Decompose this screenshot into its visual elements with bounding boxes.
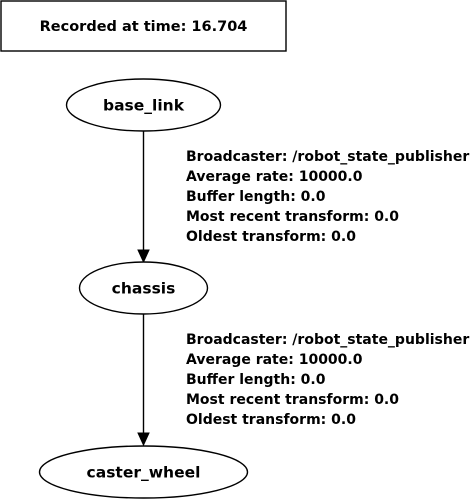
recorded-time-label: Recorded at time: 16.704 <box>40 19 248 35</box>
node-caster-wheel[interactable]: caster_wheel <box>38 445 249 499</box>
edge-1-broadcaster: Broadcaster: /robot_state_publisher <box>186 149 469 165</box>
edge-2-broadcaster: Broadcaster: /robot_state_publisher <box>186 332 469 348</box>
node-base-link[interactable]: base_link <box>65 78 222 132</box>
edge-2-most-recent-transform: Most recent transform: 0.0 <box>186 392 399 408</box>
node-base-link-label: base_link <box>103 97 185 115</box>
edge-1-oldest-transform: Oldest transform: 0.0 <box>186 229 356 245</box>
node-caster-wheel-shape <box>38 445 249 499</box>
edge-2-buffer-length: Buffer length: 0.0 <box>186 372 326 388</box>
recorded-time-frame <box>0 0 287 52</box>
edge-1-most-recent-transform: Most recent transform: 0.0 <box>186 209 399 225</box>
edge-2-oldest-transform: Oldest transform: 0.0 <box>186 412 356 428</box>
edge-2-label-block: Broadcaster: /robot_state_publisher Aver… <box>186 332 469 428</box>
edge-1-arrowhead <box>137 249 150 264</box>
edge-base-link-to-chassis <box>137 131 150 264</box>
edge-1-label-block: Broadcaster: /robot_state_publisher Aver… <box>186 149 469 245</box>
node-chassis-label: chassis <box>112 280 176 298</box>
edge-1-average-rate: Average rate: 10000.0 <box>186 169 363 185</box>
edge-chassis-to-caster-wheel <box>137 314 150 447</box>
edge-1-buffer-length: Buffer length: 0.0 <box>186 189 326 205</box>
edge-2-average-rate: Average rate: 10000.0 <box>186 352 363 368</box>
recorded-time-box: Recorded at time: 16.704 <box>0 0 287 52</box>
node-chassis[interactable]: chassis <box>78 261 209 315</box>
edge-2-arrowhead <box>137 432 150 447</box>
node-caster-wheel-label: caster_wheel <box>87 464 201 482</box>
